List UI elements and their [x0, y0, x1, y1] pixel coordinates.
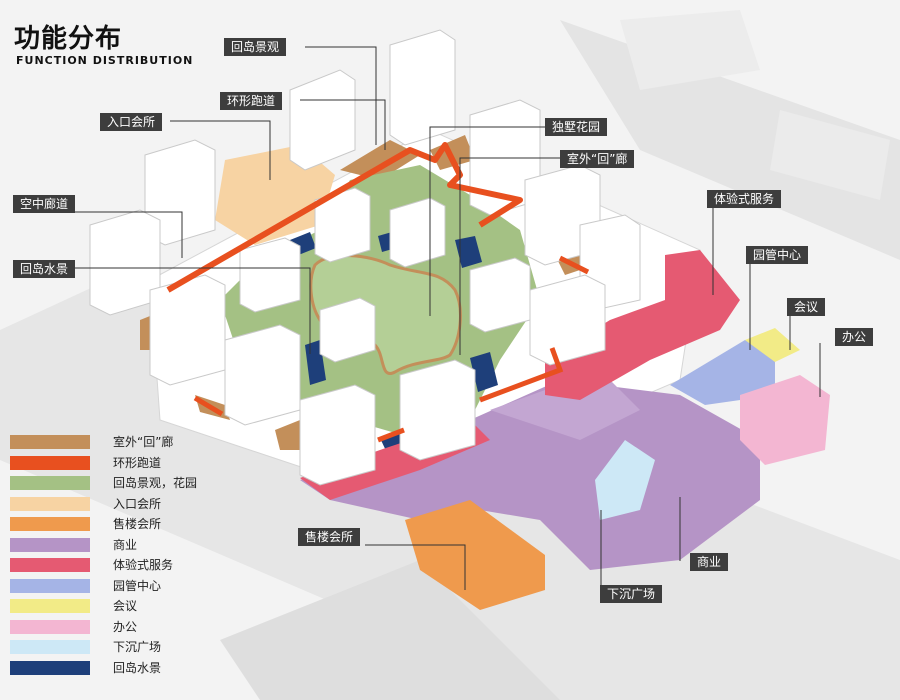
legend-label: 体验式服务 [113, 558, 174, 572]
callout-island-landscape: 回岛景观 [224, 38, 287, 56]
outdoor-corridor-area [275, 420, 305, 450]
leader-line [459, 157, 560, 355]
legend-label: 环形跑道 [113, 455, 162, 470]
callout-sales-club: 售楼会所 [298, 528, 361, 546]
sales-club-area [405, 500, 545, 610]
loop-running-track [377, 427, 405, 443]
legend-swatch [10, 496, 90, 511]
tower-block [529, 274, 606, 366]
legend-item: 园管中心 [10, 576, 220, 597]
experience-service-area [545, 250, 740, 400]
legend-item: 商业 [10, 535, 220, 556]
legend-swatch [10, 517, 90, 531]
leader-line [305, 46, 377, 145]
commercial-area [300, 380, 760, 570]
legend-swatch [10, 558, 90, 572]
leader-line [429, 126, 545, 316]
legend-item: 下沉广场 [10, 637, 220, 658]
leader-line [75, 211, 183, 258]
legend-item: 办公 [10, 617, 220, 638]
legend-item: 室外“回”廊 [10, 432, 220, 453]
road-surface [220, 560, 560, 700]
legend-swatch [10, 537, 90, 552]
leader-line [300, 99, 386, 150]
tower-block [149, 274, 226, 386]
leader-line [365, 544, 466, 590]
legend-swatch [10, 455, 90, 470]
legend-item: 回岛景观，花园 [10, 473, 220, 494]
callout-island-water: 回岛水景 [13, 260, 76, 278]
legend-swatch [10, 476, 90, 490]
page-title: 功能分布 [14, 24, 123, 54]
sunken-plaza-area [595, 440, 655, 520]
meeting-area [745, 328, 800, 362]
legend-swatch [10, 578, 90, 593]
office-area [740, 375, 830, 465]
tower-block [389, 197, 446, 268]
legend-label: 商业 [113, 537, 138, 552]
legend-item: 入口会所 [10, 494, 220, 515]
tower-block [314, 187, 371, 263]
outdoor-corridor-area [430, 135, 475, 170]
legend-swatch [10, 599, 90, 613]
callout-sunken-plaza: 下沉广场 [600, 585, 663, 603]
legend-label: 回岛景观，花园 [113, 476, 198, 490]
tower-block [319, 297, 376, 363]
leader-line [70, 267, 311, 354]
leader-line [170, 120, 271, 180]
park-center-area [670, 340, 775, 405]
water-feature [455, 236, 482, 268]
legend-label: 回岛水景 [113, 660, 162, 675]
tower-block [299, 384, 376, 486]
tower-block [399, 359, 476, 461]
legend-label: 下沉广场 [113, 640, 162, 654]
tower-block [289, 69, 356, 171]
commercial-area [490, 370, 640, 440]
background-building [770, 110, 890, 200]
tower-block [224, 324, 301, 426]
callout-outdoor-corridor: 室外“回”廊 [560, 150, 635, 168]
legend-item: 回岛水景 [10, 658, 220, 679]
legend-label: 办公 [113, 619, 138, 634]
tower-block [239, 237, 301, 313]
background-building [620, 10, 760, 90]
callout-commercial: 商业 [690, 553, 729, 571]
callout-experience-service: 体验式服务 [707, 190, 782, 208]
legend: 室外“回”廊环形跑道回岛景观，花园入口会所售楼会所商业体验式服务园管中心会议办公… [10, 432, 220, 678]
loop-running-track [166, 142, 523, 293]
loop-running-track [193, 395, 224, 417]
callout-entry-club: 入口会所 [100, 113, 163, 131]
legend-item: 售楼会所 [10, 514, 220, 535]
legend-swatch [10, 619, 90, 634]
legend-item: 体验式服务 [10, 555, 220, 576]
legend-label: 售楼会所 [113, 517, 162, 531]
legend-item: 环形跑道 [10, 453, 220, 474]
loop-running-track [479, 347, 564, 403]
callout-sky-corridor: 空中廊道 [13, 195, 76, 213]
legend-label: 室外“回”廊 [113, 435, 174, 449]
legend-swatch [10, 435, 90, 449]
callout-office: 办公 [835, 328, 874, 346]
legend-label: 会议 [113, 599, 138, 613]
legend-label: 园管中心 [113, 578, 162, 593]
callout-meeting: 会议 [787, 298, 826, 316]
legend-swatch [10, 660, 90, 675]
callout-loop-track: 环形跑道 [220, 92, 283, 110]
legend-swatch [10, 640, 90, 654]
tower-block [469, 257, 531, 333]
legend-label: 入口会所 [113, 496, 162, 511]
page-subtitle: FUNCTION DISTRIBUTION [16, 54, 194, 67]
tower-block [389, 29, 456, 146]
loop-running-track [558, 255, 590, 275]
callout-villa-garden: 独墅花园 [545, 118, 608, 136]
legend-item: 会议 [10, 596, 220, 617]
outdoor-corridor-area [340, 140, 420, 180]
callout-park-center: 园管中心 [746, 246, 809, 264]
water-feature [470, 352, 498, 392]
